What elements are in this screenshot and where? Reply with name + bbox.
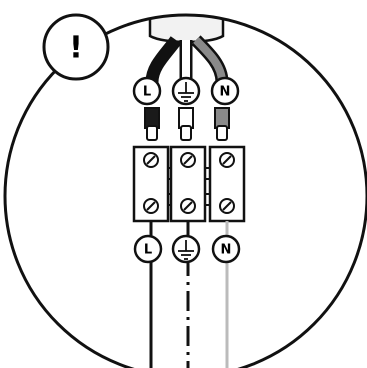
warning-badge: ! xyxy=(42,13,110,81)
diagram-content xyxy=(132,15,246,368)
warning-icon: ! xyxy=(69,31,83,66)
bottom-earth-label xyxy=(171,234,201,264)
neutral-conductor-end xyxy=(216,125,228,141)
earth-icon xyxy=(178,240,194,260)
detail-circle-outline xyxy=(3,13,367,368)
live-conductor-end xyxy=(146,125,158,141)
cable-sheath xyxy=(148,15,225,44)
top-neutral-label: N xyxy=(210,76,240,106)
terminal-screws xyxy=(143,152,235,214)
earth-icon xyxy=(178,82,194,102)
earth-conductor-end xyxy=(180,125,192,141)
terminal-block xyxy=(132,145,246,223)
bottom-live-label: L xyxy=(133,234,163,264)
top-neutral-label-text: N xyxy=(220,85,231,100)
bottom-neutral-label: N xyxy=(211,234,241,264)
top-live-label-text: L xyxy=(143,85,151,100)
bottom-live-label-text: L xyxy=(144,243,152,258)
top-earth-label xyxy=(171,76,201,106)
bottom-neutral-label-text: N xyxy=(221,243,232,258)
top-live-label: L xyxy=(132,76,162,106)
